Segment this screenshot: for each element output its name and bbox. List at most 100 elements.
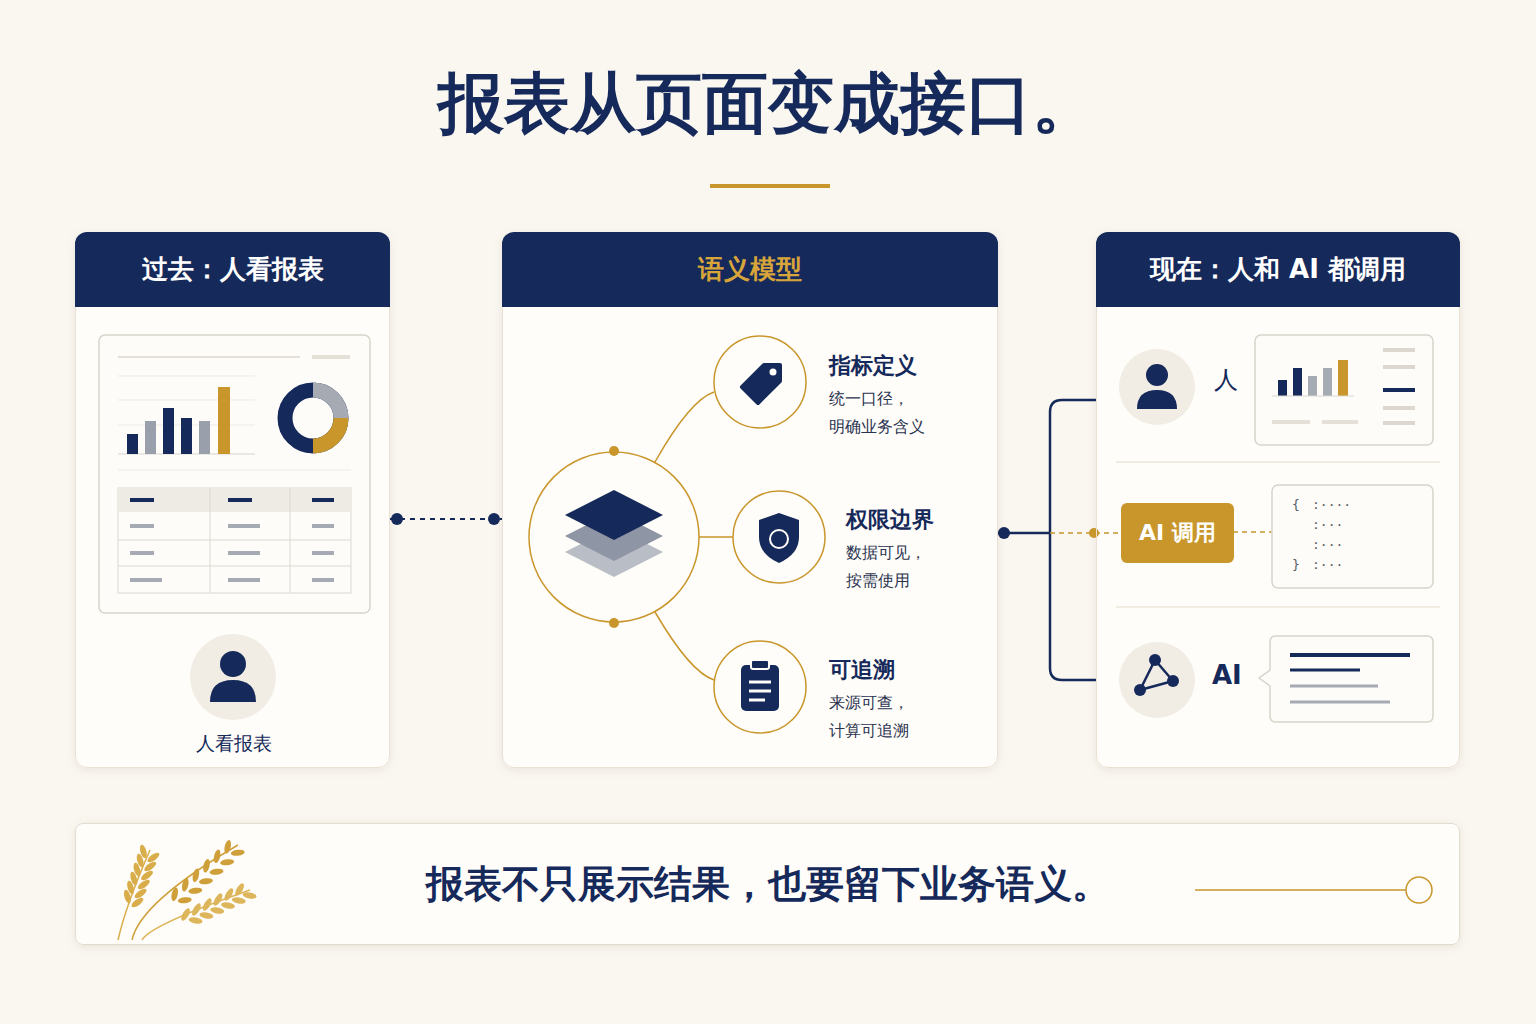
row-dividers	[1116, 462, 1440, 607]
human-row	[1383, 388, 1415, 392]
report-card	[118, 488, 351, 593]
report-card	[118, 400, 255, 401]
report-card	[118, 566, 351, 567]
ai-row	[1167, 675, 1179, 687]
feature-icons	[741, 665, 779, 711]
json-card	[1233, 531, 1272, 533]
wheat-grain	[223, 839, 232, 854]
caption-band: 报表不只展示结果，也要留下业务语义。	[75, 823, 1460, 945]
report-card	[313, 418, 341, 446]
report-card	[99, 335, 370, 613]
code-snippet-label: :···	[1312, 537, 1343, 552]
report-card	[145, 421, 156, 454]
feature-icons	[714, 641, 806, 733]
wheat-stem	[118, 850, 150, 940]
report-card	[163, 408, 174, 454]
feature-icons	[749, 690, 771, 693]
person-icon	[190, 634, 276, 720]
link-dot	[488, 513, 500, 525]
ai-row	[1290, 653, 1410, 657]
wheat-grain	[231, 896, 246, 904]
ai-row	[1259, 636, 1433, 722]
report-card	[99, 335, 370, 613]
report-card	[228, 578, 260, 582]
human-row	[1278, 380, 1287, 396]
ai-row	[1290, 669, 1360, 672]
human-row	[1146, 364, 1168, 386]
panel-fills	[75, 232, 390, 768]
human-row	[1272, 396, 1354, 397]
feature-icons	[759, 513, 799, 563]
report-card	[130, 578, 162, 582]
wheat-grain	[199, 877, 214, 885]
wheat-grain	[181, 877, 190, 892]
human-row	[1293, 368, 1302, 396]
wheat-grain	[199, 911, 214, 919]
link-dot	[391, 513, 403, 525]
feature-icons	[733, 491, 825, 583]
report-card	[312, 524, 334, 528]
code-snippet-label: :···	[1312, 557, 1343, 572]
caption-rule	[1195, 889, 1406, 891]
report-card	[127, 434, 138, 454]
report-card	[312, 498, 334, 502]
human-row	[1255, 335, 1433, 445]
report-card	[218, 387, 230, 454]
person-node: 人看报表	[186, 633, 282, 761]
ai-row	[1134, 684, 1146, 696]
feature-node: 可追溯来源可查， 计算可追溯	[715, 641, 975, 745]
human-row	[1383, 406, 1415, 410]
person-icon	[190, 634, 276, 720]
wheat-illustration	[118, 839, 257, 940]
panel-heading: 语义模型	[502, 232, 998, 307]
bracket	[1050, 400, 1096, 680]
report-card	[312, 355, 350, 359]
human-row	[1119, 349, 1195, 425]
panel-fills	[1096, 232, 1460, 768]
wheat-grain	[170, 887, 179, 902]
caption-rule	[1406, 877, 1432, 903]
feature-icons	[742, 365, 780, 403]
report-card	[118, 356, 300, 358]
feature-icons	[751, 660, 769, 669]
feature-body: 统一口径， 明确业务含义	[829, 385, 975, 441]
report-card	[118, 488, 351, 512]
feature-heading: 可追溯	[829, 641, 975, 685]
wheat-grain	[210, 906, 225, 914]
diagram-title: 报表从页面变成接口。	[0, 68, 1536, 141]
connector	[998, 527, 1121, 539]
ai-row	[1119, 636, 1433, 722]
wheat-stem	[142, 890, 250, 940]
wheat-grain	[220, 858, 235, 866]
person-heading: 人看报表	[186, 633, 282, 757]
json-card	[1233, 485, 1433, 588]
report-card	[228, 524, 260, 528]
ai-row	[1290, 701, 1390, 704]
feature-body: 数据可见， 按需使用	[846, 539, 984, 595]
human-row	[1308, 376, 1317, 396]
feature-icons	[749, 681, 771, 684]
wheat-grain	[146, 851, 161, 864]
wheat-grain	[213, 849, 222, 864]
connector	[390, 513, 502, 525]
panel-node: 过去：人看报表人看报表	[75, 232, 390, 768]
feature-heading: 指标定义	[829, 337, 975, 381]
panel-node: 现在：人和 AI 都调用AI 调用	[1096, 232, 1460, 768]
report-card	[130, 498, 154, 502]
wheat-grain	[188, 916, 203, 924]
wheat-grain	[230, 849, 245, 857]
report-card	[312, 578, 334, 582]
feature-node: 指标定义统一口径， 明确业务含义	[715, 337, 975, 441]
panel-heading: 过去：人看报表	[75, 232, 390, 307]
ai-row	[1290, 685, 1378, 688]
report-card	[130, 500, 334, 580]
human-row	[1322, 420, 1358, 424]
wheat-stem	[132, 845, 238, 940]
wheat-grain	[188, 887, 203, 895]
panel-fills	[75, 823, 1460, 945]
panel-heading: 现在：人和 AI 都调用	[1096, 232, 1460, 307]
report-card	[118, 540, 351, 541]
human-row	[1272, 350, 1415, 423]
human-row	[1119, 335, 1433, 445]
caption-rule	[1195, 877, 1432, 903]
